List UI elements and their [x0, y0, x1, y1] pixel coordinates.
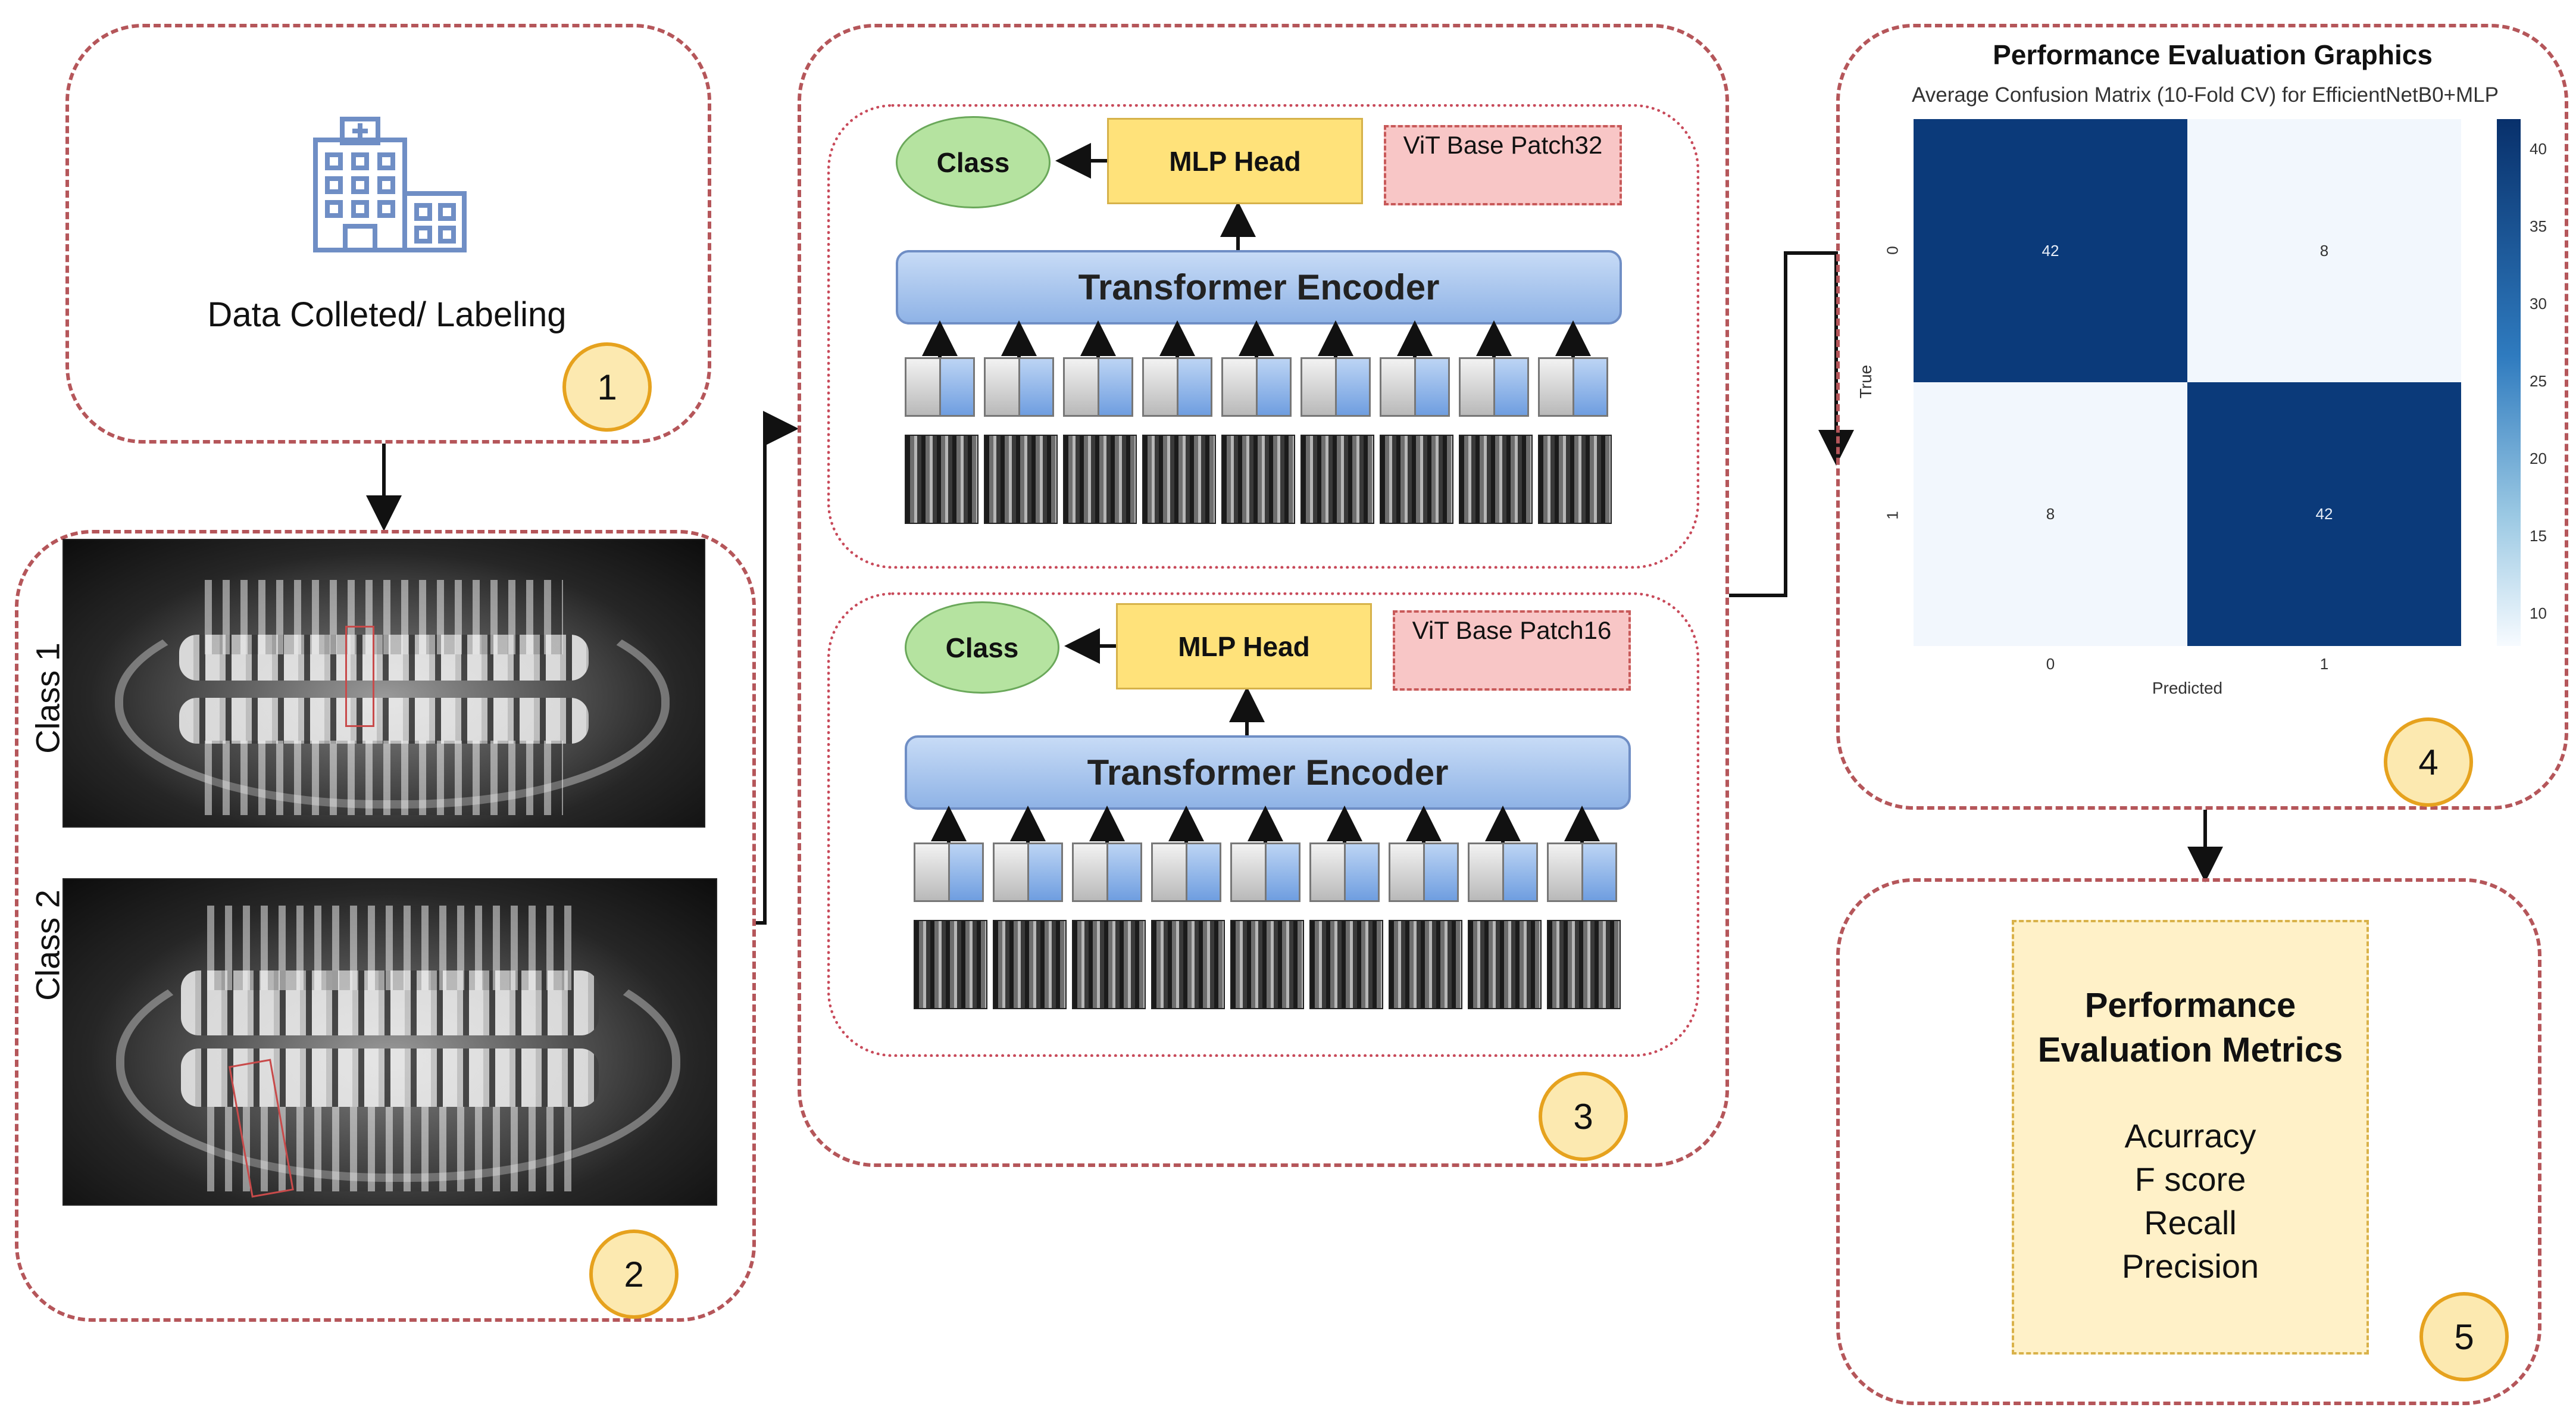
mlp-head-bottom: MLP Head	[1116, 603, 1372, 689]
class-node-top: Class	[896, 116, 1051, 208]
patch-token	[1309, 842, 1380, 902]
model-label-patch16: ViT Base Patch16	[1393, 610, 1631, 691]
metric-item: F score	[2134, 1160, 2246, 1198]
patch-token	[1468, 842, 1538, 902]
image-patch	[1459, 435, 1533, 524]
image-patch	[1538, 435, 1612, 524]
image-patch	[1547, 920, 1621, 1009]
metric-item: Acurracy	[2124, 1117, 2256, 1154]
x-tick-0: 0	[2046, 655, 2055, 673]
colorbar-tick: 15	[2530, 527, 2547, 545]
image-patch	[914, 920, 987, 1009]
image-patch	[1389, 920, 1462, 1009]
patch-token	[984, 357, 1054, 417]
image-patch	[1072, 920, 1146, 1009]
patch-token	[1072, 842, 1142, 902]
transformer-encoder-top: Transformer Encoder	[896, 250, 1622, 324]
image-patch	[984, 435, 1058, 524]
colorbar-tick: 40	[2530, 140, 2547, 158]
stage5-box	[1836, 878, 2541, 1405]
y-tick-0: 0	[1883, 246, 1902, 255]
colorbar-tick: 20	[2530, 450, 2547, 467]
image-patch	[1380, 435, 1453, 524]
x-tick-1: 1	[2319, 655, 2329, 673]
roi-box-class1	[345, 626, 375, 727]
class-node-bottom: Class	[905, 601, 1059, 694]
cm-cell-1-1: 42	[2187, 382, 2461, 646]
xray-class2	[62, 878, 717, 1206]
patch-token	[993, 842, 1063, 902]
y-axis-label: True	[1856, 364, 1875, 399]
patch-token	[1538, 357, 1608, 417]
hospital-icon	[313, 117, 467, 252]
patch-token	[1300, 357, 1371, 417]
patch-token	[1459, 357, 1529, 417]
image-patch	[1309, 920, 1383, 1009]
arrow-stage2-to-stage3	[753, 411, 799, 925]
patch-token	[1380, 357, 1450, 417]
image-patch	[1221, 435, 1295, 524]
colorbar-tick: 25	[2530, 372, 2547, 390]
image-patch	[905, 435, 978, 524]
y-tick-1: 1	[1883, 511, 1902, 520]
model-label-patch32: ViT Base Patch32	[1384, 125, 1622, 205]
stage1-badge: 1	[562, 342, 652, 432]
patch-token	[1221, 357, 1292, 417]
stage3-box	[798, 24, 1729, 1167]
image-patch	[1063, 435, 1137, 524]
stage4-box	[1836, 24, 2568, 810]
metric-item: Precision	[2121, 1247, 2259, 1285]
model-box-patch32	[827, 104, 1699, 569]
patch-token	[1230, 842, 1300, 902]
colorbar-tick: 35	[2530, 217, 2547, 235]
transformer-encoder-bottom: Transformer Encoder	[905, 735, 1631, 810]
colorbar-tick: 30	[2530, 295, 2547, 313]
cm-cell-0-1: 8	[2187, 119, 2461, 382]
x-axis-label: Predicted	[2152, 679, 2223, 697]
patch-token	[1151, 842, 1221, 902]
stage5-badge: 5	[2419, 1292, 2509, 1381]
image-patch	[1468, 920, 1542, 1009]
patch-token	[1389, 842, 1459, 902]
cm-cell-0-0: 42	[1914, 119, 2187, 382]
metrics-panel	[2012, 920, 2369, 1355]
stage4-title: Performance Evaluation Graphics	[1993, 39, 2433, 70]
metrics-title-line2: Evaluation Metrics	[2037, 1031, 2343, 1069]
patch-token	[1063, 357, 1133, 417]
colorbar-tick: 10	[2530, 604, 2547, 622]
stage3-badge: 3	[1539, 1072, 1628, 1161]
stage4-badge: 4	[2384, 717, 2473, 807]
stage2-badge: 2	[589, 1229, 679, 1319]
image-patch	[1151, 920, 1225, 1009]
mlp-head-top: MLP Head	[1107, 118, 1363, 204]
cm-cell-1-0: 8	[1914, 382, 2187, 646]
image-patch	[993, 920, 1067, 1009]
stage1-box	[65, 24, 711, 444]
patch-token	[1547, 842, 1617, 902]
stage1-label: Data Colleted/ Labeling	[207, 295, 567, 334]
colorbar	[2497, 119, 2521, 646]
model-box-patch16	[827, 592, 1699, 1057]
xray-class1	[62, 539, 705, 828]
confusion-matrix-title: Average Confusion Matrix (10-Fold CV) fo…	[1912, 83, 2499, 107]
patch-token	[914, 842, 984, 902]
metric-item: Recall	[2144, 1204, 2237, 1241]
image-patch	[1300, 435, 1374, 524]
image-patch	[1230, 920, 1304, 1009]
metrics-title-line1: Performance	[2084, 986, 2296, 1025]
patch-token	[1142, 357, 1212, 417]
patch-token	[905, 357, 975, 417]
confusion-matrix: 42 8 8 42	[1914, 119, 2461, 646]
stage2-box	[15, 530, 756, 1322]
image-patch	[1142, 435, 1216, 524]
